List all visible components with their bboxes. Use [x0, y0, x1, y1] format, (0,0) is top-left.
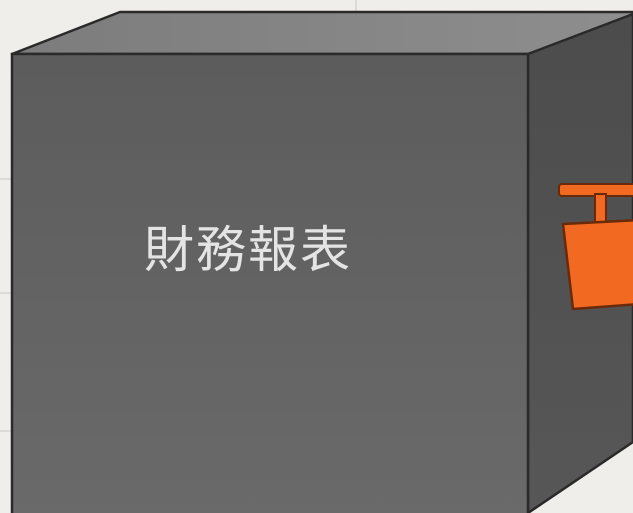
padlock-icon	[558, 183, 633, 311]
box-front-face	[10, 52, 530, 513]
background-grid-line	[355, 0, 357, 14]
box-label: 財務報表	[144, 221, 352, 279]
box-top-face	[10, 10, 633, 56]
